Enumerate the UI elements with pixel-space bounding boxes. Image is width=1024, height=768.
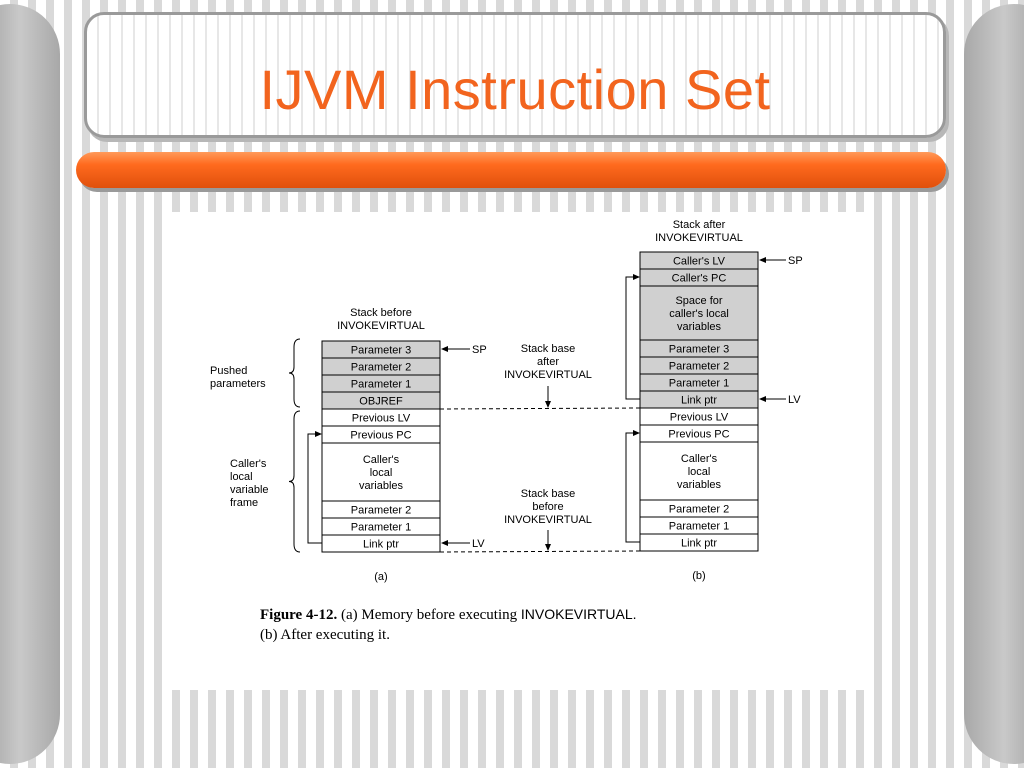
figure-caption: Figure 4-12. (a) Memory before executing…: [260, 604, 780, 645]
stack-a-cell-label: Parameter 2: [351, 362, 412, 374]
left-decor-pill: [0, 4, 60, 764]
stack-b-cell-label: Parameter 1: [669, 521, 730, 533]
stack-b-cell-label: Parameter 1: [669, 378, 730, 390]
stack-a-cell-label: OBJREF: [359, 396, 403, 408]
stack-a-sp-arrow-head: [441, 346, 448, 352]
stack-a-cell-label: Parameter 1: [351, 379, 412, 391]
pushed-parameters-brace: [288, 338, 301, 408]
right-decor-pill: [964, 4, 1024, 764]
stack-a-cell-label: Parameter 1: [351, 522, 412, 534]
slide-title: IJVM Instruction Set: [259, 58, 771, 121]
stack-a-cell-label: Previous LV: [352, 413, 411, 425]
caption-figure-label: Figure 4-12.: [260, 607, 338, 623]
stack-b-sp-arrow-head: [759, 257, 766, 263]
stack-a-cell-label: Previous PC: [350, 430, 411, 442]
stack-a-sp-label: SP: [472, 344, 487, 356]
stack-base-before-dash: [439, 550, 641, 553]
stack-b-cell: [639, 285, 759, 341]
stack-b-link-lower-line: [625, 432, 640, 543]
title-card: IJVM Instruction Set: [84, 12, 946, 138]
stack-b-lv-label: LV: [788, 394, 801, 406]
caption-text-2: (b) After executing it.: [260, 627, 390, 643]
stack-b-cell-label: Link ptr: [681, 395, 717, 407]
stack-b-link-upper-head: [633, 274, 640, 280]
stack-b-cell-label: Parameter 2: [669, 504, 730, 516]
stack-b-cell-label: Previous LV: [670, 412, 729, 424]
stack-b-cell: [639, 441, 759, 501]
stack-base-after-arrow-head: [545, 401, 551, 408]
stack-diagram: Parameter 3 Parameter 2 Parameter 1 OBJREF P…: [210, 219, 803, 583]
stack-a-cell-label: Parameter 3: [351, 345, 412, 357]
figure-panel: Parameter 3 Parameter 2 Parameter 1 OBJREF P…: [170, 212, 870, 690]
stack-b-sp-label: SP: [788, 255, 803, 267]
stack-a-link-line: [307, 433, 322, 544]
stack-b-cell-label: Caller's PC: [672, 273, 727, 285]
stack-b-cell-label: Parameter 2: [669, 361, 730, 373]
stack-a-cell-label: Parameter 2: [351, 505, 412, 517]
stack-a-lv-arrow-head: [441, 540, 448, 546]
stack-b-cell-label: Caller's LV: [673, 256, 726, 268]
stack-base-before-arrow-head: [545, 544, 551, 551]
stack-b-cell-label: Link ptr: [681, 538, 717, 550]
label-b: (b): [692, 570, 705, 582]
stack-b-lv-arrow-head: [759, 396, 766, 402]
stack-a-link-head: [315, 431, 322, 437]
stack-b-cell-label: Parameter 3: [669, 344, 730, 356]
caption-keyword: INVOKEVIRTUAL.: [520, 606, 637, 622]
caption-text-1: (a) Memory before executing: [340, 607, 518, 623]
label-a: (a): [374, 571, 387, 583]
stack-a-cell-label: Link ptr: [363, 539, 399, 551]
orange-divider-bar: [76, 152, 946, 188]
stack-b-cell-label: Previous PC: [668, 429, 729, 441]
stack-b-link-upper-line: [625, 276, 640, 400]
stack-a-lv-label: LV: [472, 538, 485, 550]
stack-a-cell: [321, 442, 441, 502]
stack-b-link-lower-head: [633, 430, 640, 436]
stack-base-after-dash: [439, 407, 641, 410]
caller-frame-brace: [288, 410, 301, 553]
